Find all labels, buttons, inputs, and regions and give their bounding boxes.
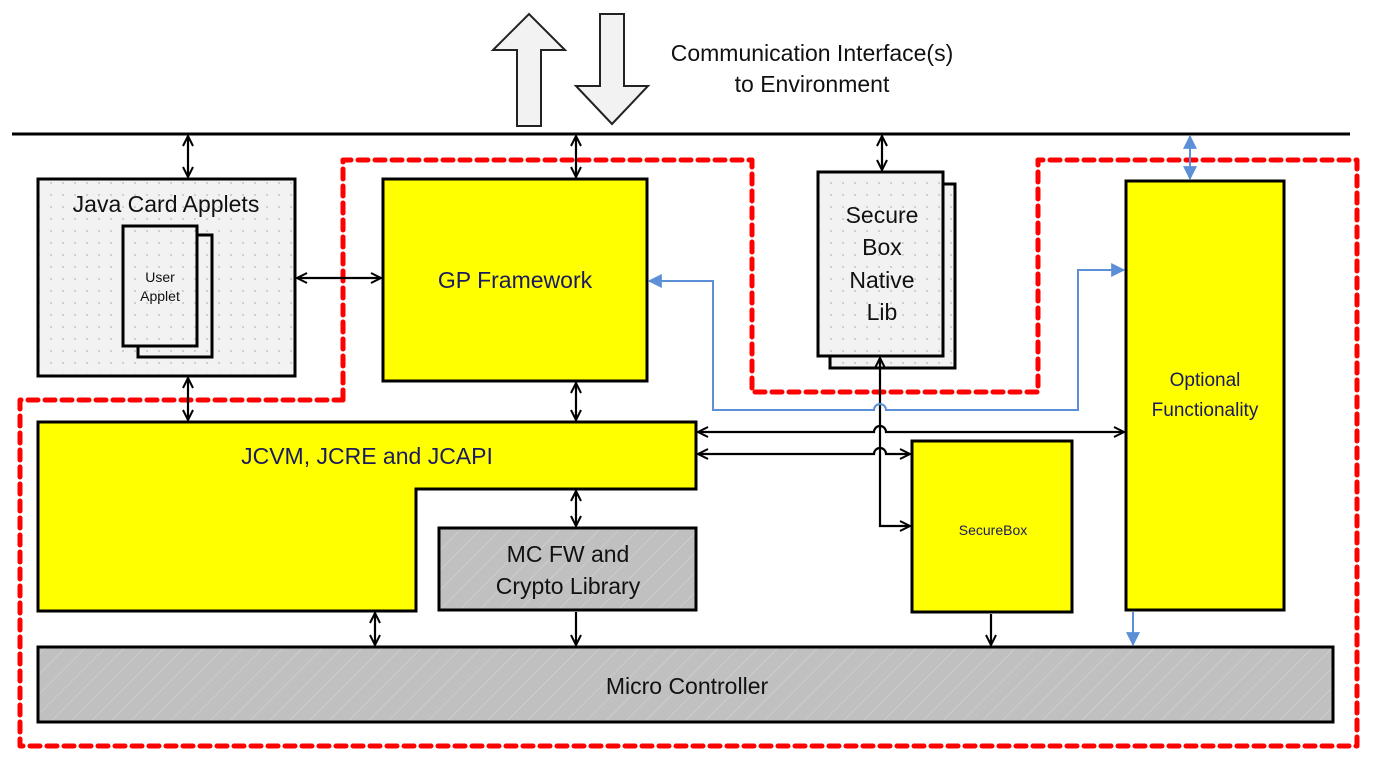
secure-box-native-lib-block[interactable]: Secure Box Native Lib	[816, 170, 957, 370]
mc-fw-line2: Crypto Library	[496, 573, 641, 599]
comm-interface-label-line2: to Environment	[735, 71, 890, 97]
secure-box-native-lib-line3: Native	[849, 267, 914, 293]
optional-functionality-line2: Functionality	[1152, 400, 1259, 421]
securebox-block[interactable]: SecureBox	[910, 439, 1074, 614]
gp-framework-title: GP Framework	[438, 267, 593, 293]
user-applet-block[interactable]: User Applet	[121, 224, 214, 359]
security-boundary	[17, 157, 1360, 749]
uplink-arrow-icon	[490, 12, 568, 127]
optional-functionality-line1: Optional	[1170, 370, 1241, 391]
connector-native-lib-securebox	[880, 358, 910, 526]
jcvm-jcre-jcapi-block[interactable]: JCVM, JCRE and JCAPI	[36, 420, 698, 613]
secure-box-native-lib-line2: Box	[862, 234, 902, 260]
user-applet-line2: Applet	[140, 288, 180, 304]
blue-connector-gp-optional	[647, 263, 1126, 411]
secure-box-native-lib-line4: Lib	[867, 299, 898, 325]
downlink-arrow-icon	[573, 13, 651, 126]
connector-jcvm-securebox	[698, 446, 910, 454]
micro-controller-title: Micro Controller	[606, 673, 769, 699]
securebox-title: SecureBox	[959, 522, 1027, 538]
gp-framework-block[interactable]: GP Framework	[381, 177, 649, 383]
connector-jcvm-optional	[698, 424, 1124, 432]
secure-box-native-lib-line1: Secure	[846, 202, 919, 228]
micro-controller-block[interactable]: Micro Controller	[36, 645, 1335, 724]
comm-interface-label-line1: Communication Interface(s)	[671, 40, 954, 66]
java-card-applets-title: Java Card Applets	[73, 191, 260, 217]
optional-functionality-block[interactable]: Optional Functionality	[1124, 179, 1286, 612]
jcvm-title: JCVM, JCRE and JCAPI	[241, 443, 493, 469]
mc-fw-crypto-library-block[interactable]: MC FW and Crypto Library	[437, 526, 698, 612]
mc-fw-line1: MC FW and	[507, 541, 630, 567]
user-applet-line1: User	[145, 269, 175, 285]
